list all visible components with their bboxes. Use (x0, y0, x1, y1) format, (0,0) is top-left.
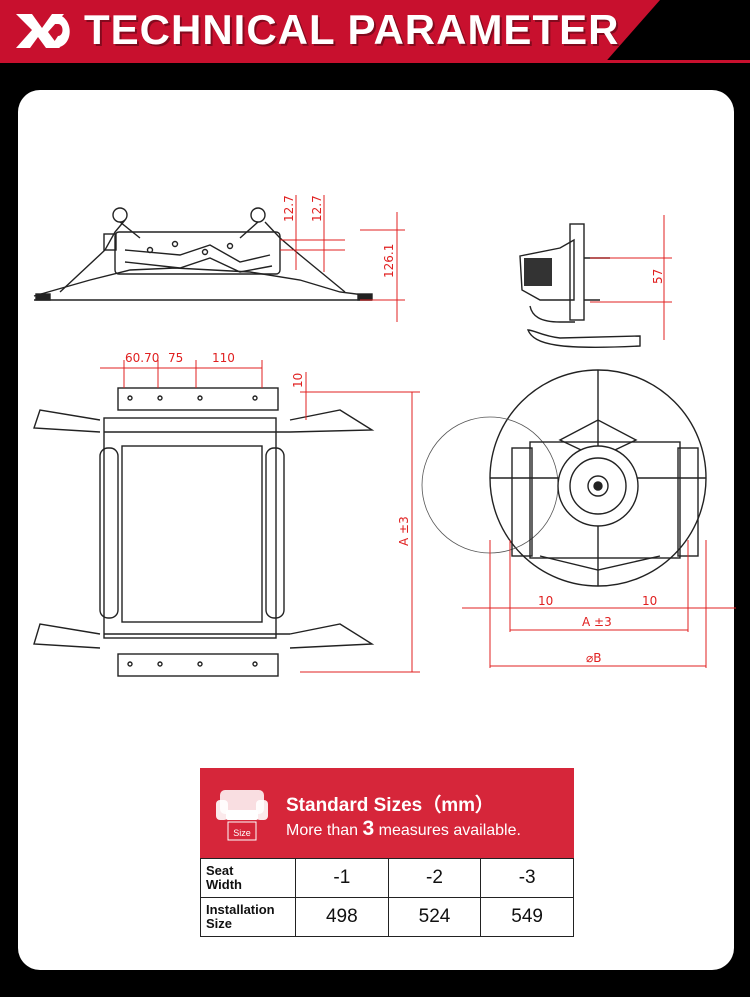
end-view-dimensions (590, 215, 672, 340)
round-dim-diameter: ⌀B (586, 651, 601, 665)
table-cell: -3 (480, 858, 574, 898)
svg-text:Size: Size (233, 828, 251, 838)
header-underline (0, 60, 750, 63)
standard-sizes-header: Size Standard Sizes（mm） More than 3 meas… (200, 768, 574, 858)
side-dim-1: 12.7 (282, 195, 296, 222)
top-dim-b: 75 (168, 351, 183, 365)
table-cell: 524 (387, 897, 482, 937)
round-dim-width: A ±3 (582, 615, 612, 629)
top-view-dimensions (100, 360, 420, 673)
table-cell: 498 (295, 897, 389, 937)
round-dim-right: 10 (642, 594, 657, 608)
top-dim-d: 10 (291, 373, 305, 388)
top-dim-length: A ±3 (397, 516, 411, 546)
side-view-drawing (33, 207, 373, 301)
page-title: TECHNICAL PARAMETER (84, 6, 620, 53)
header-bar: TECHNICAL PARAMETER (0, 0, 750, 64)
round-view-dimensions (462, 540, 736, 668)
side-view-dimensions (280, 195, 405, 322)
table-cell: 549 (480, 897, 574, 937)
sizes-subtitle: More than 3 measures available. (286, 817, 521, 840)
round-view-drawing (421, 369, 707, 587)
top-dim-a: 60.70 (125, 351, 159, 365)
end-dim-height: 57 (651, 269, 665, 284)
side-dim-height: 126.1 (382, 244, 396, 278)
top-dim-c: 110 (212, 351, 235, 365)
round-dim-left: 10 (538, 594, 553, 608)
top-view-drawing (33, 387, 375, 677)
side-dim-2: 12.7 (310, 195, 324, 222)
header-red-banner (0, 0, 660, 60)
table-cell: -2 (387, 858, 482, 898)
sofa-size-icon: Size (216, 790, 268, 841)
end-view-drawing (519, 223, 641, 348)
brand-logo (16, 14, 70, 48)
sizes-title: Standard Sizes（mm） (286, 795, 494, 816)
table-cell: -1 (295, 858, 389, 898)
